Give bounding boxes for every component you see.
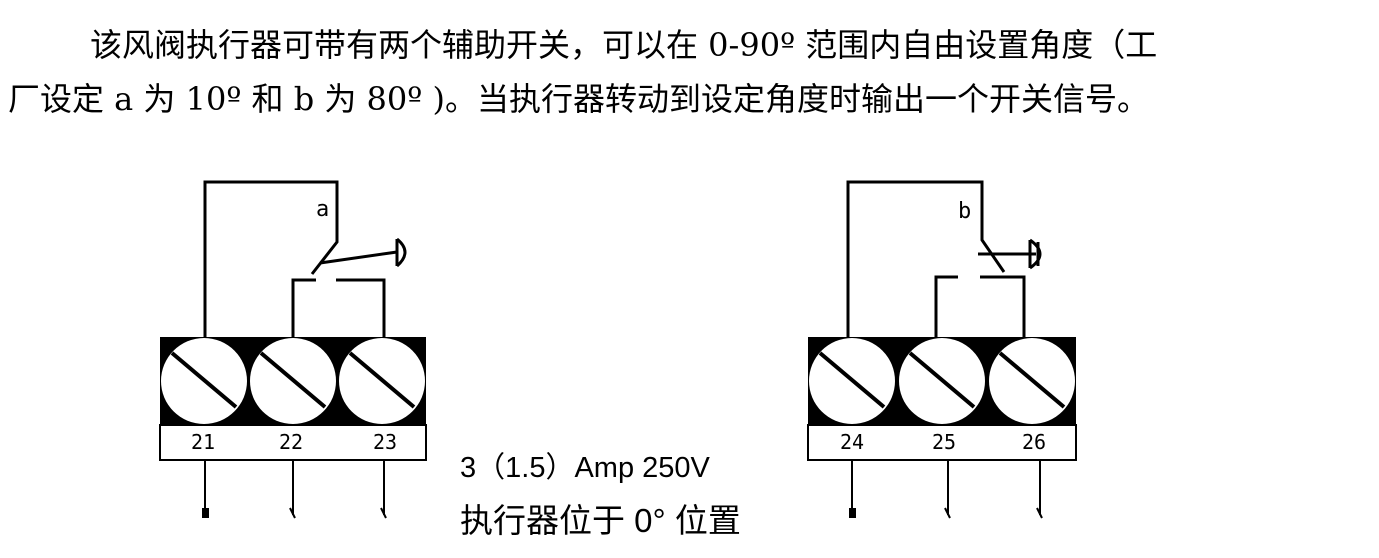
- switch-b-terminal-label-strip: [807, 424, 1077, 461]
- switch-b-screw-24: [809, 338, 895, 424]
- switch-a-label: a: [316, 197, 329, 222]
- switch-a-actuator-link: [319, 250, 398, 265]
- switch-b-common-wire: [846, 180, 1006, 337]
- switch-a-group: a 21 22 23: [159, 180, 427, 519]
- switch-a-contact-wire-left: [291, 278, 316, 337]
- switch-b-contact-wire-left: [934, 275, 958, 337]
- terminal-23-label: 23: [373, 430, 397, 454]
- contact-rating-label: 3（1.5）Amp 250V: [460, 452, 710, 484]
- switch-a-cam-icon: [395, 237, 407, 268]
- terminal-25-label: 25: [932, 430, 956, 454]
- description-line-2: 厂设定 a 为 10º 和 b 为 80º )。当执行器转动到设定角度时输出一个…: [8, 80, 1149, 118]
- switch-b-group: b 24 25 26: [807, 180, 1077, 519]
- switch-b-screw-25: [899, 338, 985, 424]
- switch-a-contact-wire-right: [336, 278, 386, 337]
- switch-b-label: b: [958, 199, 971, 224]
- switch-a-screw-23: [339, 338, 425, 424]
- switch-b-screw-26: [989, 338, 1075, 424]
- switch-a-common-wire: [203, 180, 339, 337]
- switch-b-leads: [849, 460, 1043, 519]
- switch-b-contact-wire-right: [980, 275, 1026, 337]
- terminal-21-label: 21: [191, 430, 215, 454]
- switch-a-leads: [202, 460, 387, 519]
- switch-b-cam-icon: [1028, 238, 1042, 270]
- description-line-1: 该风阀执行器可带有两个辅助开关，可以在 0-90º 范围内自由设置角度（工: [90, 26, 1158, 64]
- switch-a-screw-21: [161, 338, 247, 424]
- switch-a-terminal-label-strip: [159, 424, 427, 461]
- terminal-26-label: 26: [1022, 430, 1046, 454]
- actuator-position-note: 执行器位于 0° 位置: [460, 502, 741, 539]
- terminal-22-label: 22: [279, 430, 303, 454]
- description-paragraph: 该风阀执行器可带有两个辅助开关，可以在 0-90º 范围内自由设置角度（工 厂设…: [0, 18, 1379, 126]
- switch-a-screw-22: [250, 338, 336, 424]
- terminal-24-label: 24: [840, 430, 864, 454]
